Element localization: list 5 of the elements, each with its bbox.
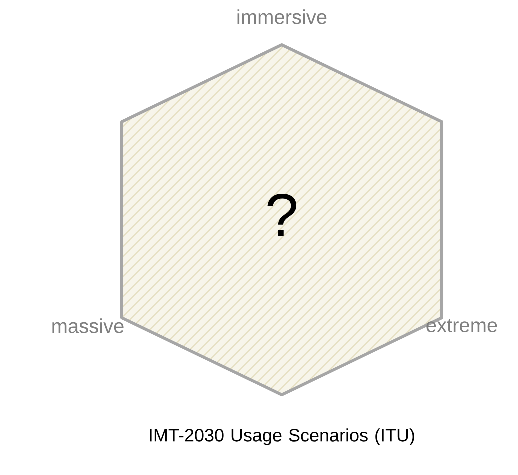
question-mark: ? bbox=[268, 194, 296, 236]
axis-label: massive bbox=[52, 318, 124, 334]
caption: IMT-2030 Usage Scenarios (ITU) bbox=[150, 428, 414, 446]
axis-label: immersive bbox=[238, 10, 327, 24]
axis-label: extreme bbox=[426, 319, 498, 333]
